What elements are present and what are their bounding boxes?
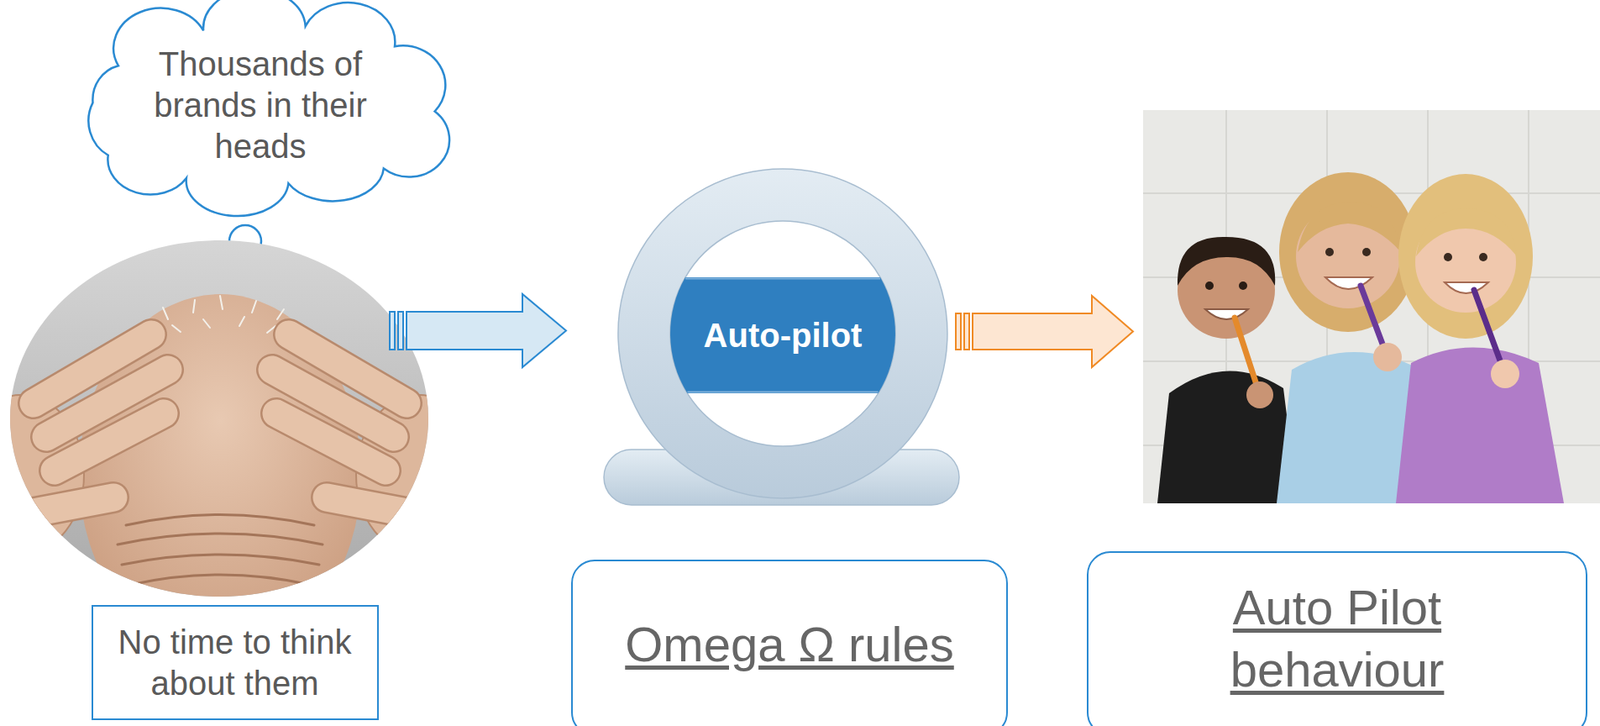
autopilot-band: Auto-pilot bbox=[670, 277, 896, 394]
caption-box: No time to think about them bbox=[91, 604, 379, 720]
band-shape bbox=[670, 277, 896, 394]
node-text: Omega Ω rules bbox=[624, 614, 955, 674]
behaviour-box: Auto Pilot behaviour bbox=[1086, 550, 1588, 726]
block-arrow bbox=[955, 295, 1134, 368]
stressed-head-photo bbox=[0, 235, 483, 656]
family-photo bbox=[1143, 110, 1600, 504]
thought-cloud: Thousands of brands in their heads bbox=[58, 4, 462, 199]
omega-symbol bbox=[603, 168, 960, 505]
node-text: Auto-pilot bbox=[703, 314, 863, 356]
node-text: Auto Pilot behaviour bbox=[1194, 576, 1480, 701]
cloud-shape bbox=[88, 0, 450, 216]
rule-box: Omega Ω rules bbox=[571, 559, 1008, 726]
node-text: No time to think about them bbox=[109, 621, 362, 704]
node-text: Thousands of brands in their heads bbox=[138, 43, 383, 168]
band-edge bbox=[685, 278, 881, 393]
block-arrow bbox=[389, 293, 567, 368]
